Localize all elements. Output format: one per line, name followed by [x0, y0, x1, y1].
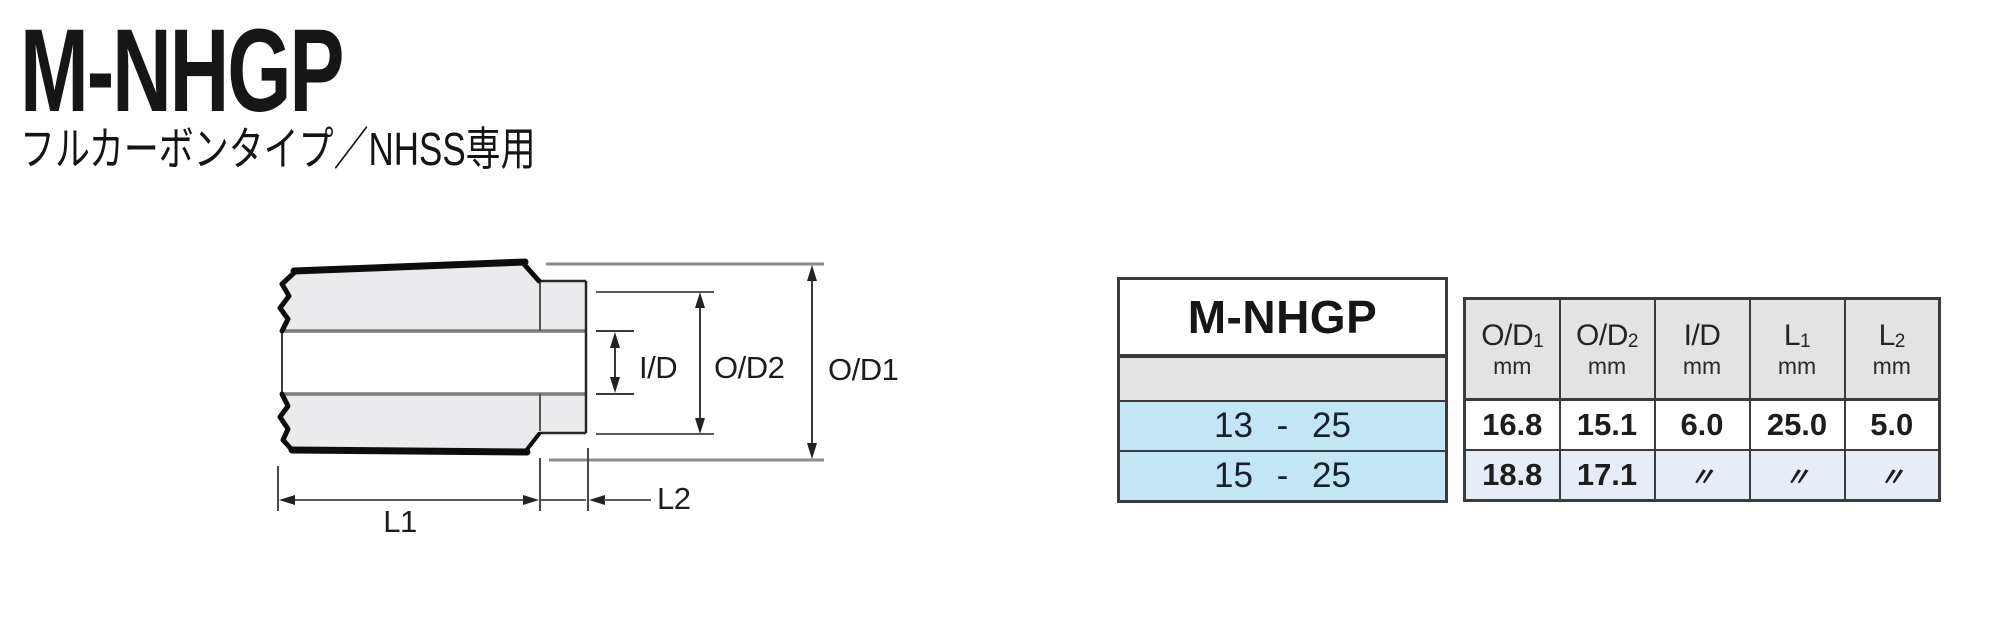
- model-size-cell: 15 - 25: [1117, 450, 1448, 503]
- spec-cell-ditto: 〃: [1843, 449, 1941, 502]
- page-subtitle: フルカーボンタイプ／NHSS専用: [20, 123, 536, 175]
- dim-label-od1: O/D1: [828, 352, 898, 387]
- part-bore: [282, 331, 586, 394]
- break-line-bottom: [277, 391, 296, 454]
- model-table-row: 15 - 25: [1117, 450, 1448, 503]
- col-unit: mm: [1777, 352, 1817, 379]
- model-table-spacer-row: [1117, 355, 1448, 402]
- spec-data-row: 16.8 15.1 6.0 25.0 5.0: [1463, 398, 1941, 451]
- spec-col-header-od1: O/D1 mm: [1463, 297, 1561, 401]
- col-subscript: 1: [1800, 331, 1811, 353]
- page-title: M-NHGP: [20, 5, 344, 137]
- break-line-top: [277, 268, 299, 334]
- od2-dimension: [695, 292, 705, 434]
- col-label: L1: [1783, 319, 1811, 353]
- spec-col-header-l1: L1 mm: [1748, 297, 1846, 401]
- collar-outline: [540, 279, 588, 435]
- model-table: M-NHGP 13 - 25 15 - 25: [1117, 277, 1448, 503]
- col-label: O/D2: [1576, 319, 1639, 353]
- col-subscript: 1: [1533, 331, 1544, 353]
- part-thick-edges: [277, 258, 542, 456]
- dim-label-od2: O/D2: [714, 350, 784, 385]
- length-extension-lines: [277, 448, 589, 511]
- col-unit: mm: [1493, 352, 1532, 379]
- id-dimension: [610, 332, 620, 393]
- dim-label-id: I/D: [639, 350, 677, 385]
- spec-col-header-od2: O/D2 mm: [1558, 297, 1656, 401]
- od1-dimension: [807, 265, 817, 459]
- l2-dimension: [541, 495, 651, 505]
- col-label: I/D: [1683, 319, 1721, 353]
- spec-cell: 17.1: [1558, 449, 1656, 502]
- spec-table: O/D1 mm O/D2 mm I/D mm L1 mm L2 mm 16.8 …: [1463, 297, 1941, 502]
- spec-col-header-l2: L2 mm: [1843, 297, 1941, 401]
- model-table-title: M-NHGP: [1117, 277, 1448, 358]
- col-unit: mm: [1587, 352, 1627, 379]
- part-diagram: I/D O/D2 O/D1 L1 L2: [277, 258, 899, 539]
- col-subscript: 2: [1894, 331, 1906, 353]
- spec-cell: 15.1: [1558, 398, 1656, 451]
- model-table-row: 13 - 25: [1117, 400, 1448, 452]
- od1-extension-lines: [546, 262, 824, 462]
- od2-extension-lines: [596, 291, 714, 435]
- col-label: L2: [1878, 319, 1906, 353]
- dim-label-l1: L1: [383, 504, 416, 539]
- col-unit: mm: [1872, 352, 1911, 379]
- col-subscript: 2: [1627, 331, 1639, 353]
- model-table-spacer-cell: [1117, 355, 1448, 402]
- spec-cell: 18.8: [1463, 449, 1561, 502]
- spec-col-header-id: I/D mm: [1653, 297, 1751, 401]
- spec-cell-ditto: 〃: [1653, 449, 1751, 502]
- spec-data-row: 18.8 17.1 〃 〃 〃: [1463, 449, 1941, 502]
- model-table-header-row: M-NHGP: [1117, 277, 1448, 358]
- spec-cell-ditto: 〃: [1748, 449, 1846, 502]
- spec-cell: 6.0: [1653, 398, 1751, 451]
- spec-cell: 5.0: [1843, 398, 1941, 451]
- dim-label-l2: L2: [657, 481, 690, 516]
- col-unit: mm: [1682, 352, 1722, 379]
- spec-header-row: O/D1 mm O/D2 mm I/D mm L1 mm L2 mm: [1463, 297, 1941, 401]
- id-extension-lines: [596, 330, 634, 395]
- l1-dimension: [279, 495, 539, 505]
- spec-cell: 25.0: [1748, 398, 1846, 451]
- model-size-cell: 13 - 25: [1117, 400, 1448, 452]
- spec-cell: 16.8: [1463, 398, 1561, 451]
- col-label: O/D1: [1481, 319, 1544, 353]
